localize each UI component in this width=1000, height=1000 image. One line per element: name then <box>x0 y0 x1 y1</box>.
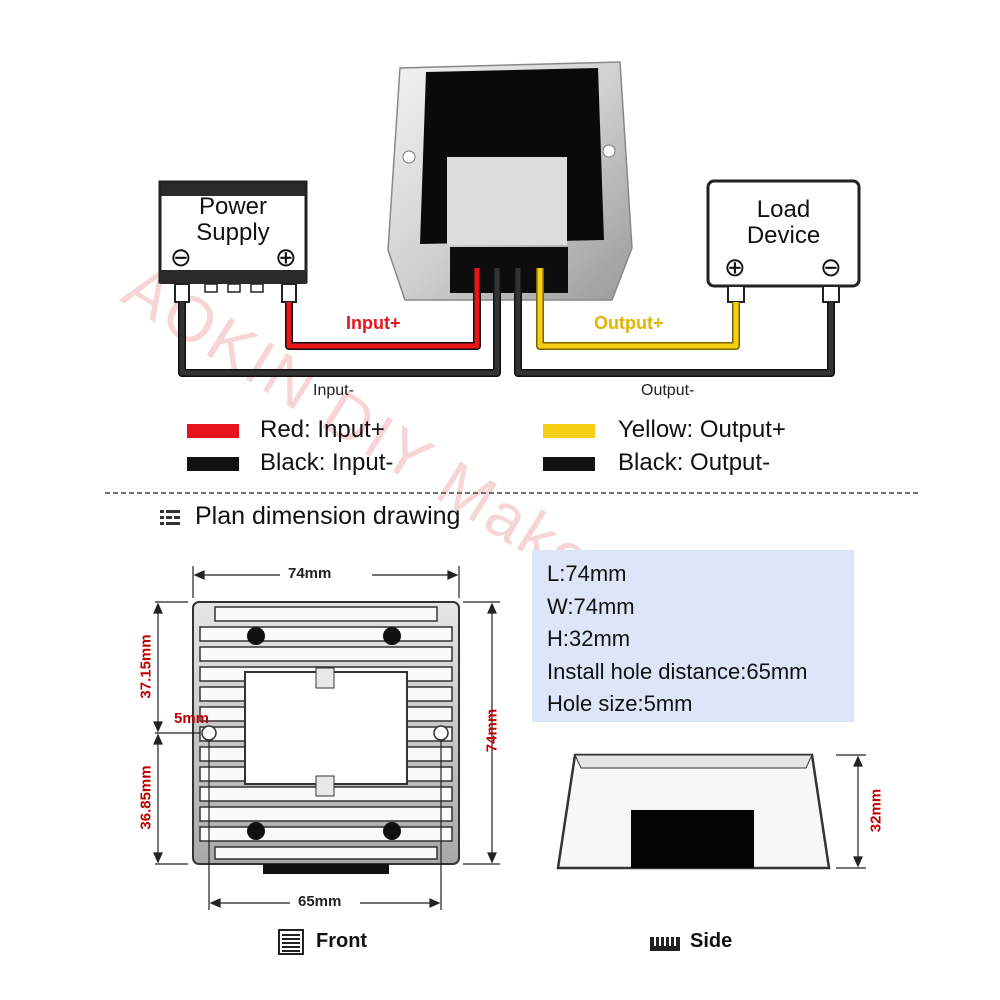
hole-distance-dimension: 65mm <box>298 893 342 910</box>
input-plus-label: Input+ <box>346 313 401 333</box>
wires <box>178 268 835 377</box>
spec-hole-size: Hole size:5mm <box>547 691 693 716</box>
spec-width: W:74mm <box>547 594 635 619</box>
legend-red-label: Red: Input+ <box>260 416 385 443</box>
load-device-line2: Device <box>746 222 821 249</box>
legend-swatch-yellow <box>543 424 595 438</box>
load-device-line1: Load <box>756 196 811 223</box>
legend-swatch-black-output <box>543 457 595 471</box>
side-height-dimension: 32mm <box>867 788 885 833</box>
load-device-plus-icon: ⊕ <box>724 252 746 282</box>
side-view-icon <box>650 937 680 951</box>
load-device-label: Load Device <box>708 197 859 249</box>
side-caption: Side <box>690 930 733 952</box>
power-supply-box <box>158 180 308 303</box>
load-device-minus-icon: ⊖ <box>820 252 842 282</box>
front-height-dimension: 74mm <box>483 708 501 753</box>
input-minus-label: Input- <box>313 382 354 399</box>
output-plus-label: Output+ <box>594 313 664 333</box>
side-view-drawing <box>556 753 831 870</box>
front-dimension-lines <box>153 566 500 910</box>
side-dimension-lines <box>836 754 866 869</box>
hole-size-dimension: 5mm <box>174 710 210 727</box>
power-supply-line1: Power <box>198 193 268 220</box>
legend-black-output-label: Black: Output- <box>618 449 771 476</box>
spec-height: H:32mm <box>547 626 631 651</box>
front-view-icon <box>278 929 304 955</box>
dimension-grid-icon <box>160 510 180 525</box>
load-device-box <box>706 179 861 303</box>
legend-swatch-red <box>187 424 239 438</box>
power-supply-minus-icon: ⊖ <box>170 242 192 272</box>
power-supply-line2: Supply <box>196 219 270 246</box>
front-caption: Front <box>316 930 368 952</box>
spec-panel <box>532 550 854 722</box>
output-minus-label: Output- <box>641 382 695 399</box>
height-upper-dimension: 37.15mm <box>137 634 155 699</box>
legend-black-input-label: Black: Input- <box>260 449 394 476</box>
spec-length: L:74mm <box>547 561 627 586</box>
converter-module <box>387 61 633 301</box>
section-title: Plan dimension drawing <box>195 502 461 530</box>
front-width-dimension: 74mm <box>288 565 332 582</box>
legend-swatch-black-input <box>187 457 239 471</box>
front-view-drawing <box>192 601 460 874</box>
power-supply-label: Power Supply <box>160 194 306 246</box>
height-lower-dimension: 36.85mm <box>137 765 155 830</box>
spec-hole-distance: Install hole distance:65mm <box>547 659 808 684</box>
power-supply-plus-icon: ⊕ <box>275 242 297 272</box>
legend-yellow-label: Yellow: Output+ <box>618 416 786 443</box>
